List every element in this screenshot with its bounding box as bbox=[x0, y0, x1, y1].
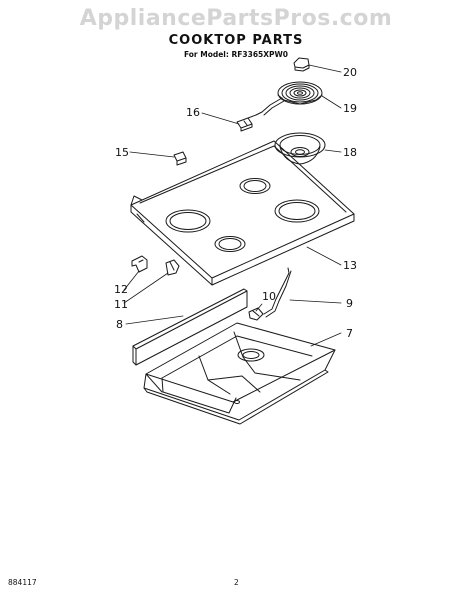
leader-18 bbox=[325, 150, 341, 152]
callout-10: 10 bbox=[262, 290, 276, 303]
part-16-receptacle bbox=[237, 112, 262, 131]
part-7-cooktop-pan bbox=[144, 323, 335, 424]
leader-8 bbox=[126, 316, 183, 324]
leader-16 bbox=[202, 113, 239, 124]
callout-20: 20 bbox=[343, 66, 357, 79]
leader-10 bbox=[256, 304, 262, 311]
page-title: COOKTOP PARTS bbox=[168, 33, 304, 48]
callout-12: 12 bbox=[114, 283, 128, 296]
footer-code: 884117 bbox=[8, 578, 37, 587]
part-13-cooktop-panel bbox=[131, 141, 354, 285]
leader-20 bbox=[309, 65, 341, 72]
callout-8: 8 bbox=[116, 318, 123, 331]
part-8-front-strip bbox=[133, 289, 247, 365]
callout-18: 18 bbox=[343, 146, 357, 159]
site-watermark: AppliancePartsPros.com bbox=[79, 6, 393, 31]
part-9-support-rod bbox=[264, 268, 291, 317]
leader-7 bbox=[311, 333, 341, 346]
leader-15 bbox=[130, 152, 174, 157]
leader-lines bbox=[124, 65, 341, 346]
part-19-coil-element bbox=[262, 82, 322, 115]
leader-9 bbox=[290, 300, 341, 303]
leader-13 bbox=[307, 247, 341, 265]
leader-12 bbox=[124, 271, 139, 290]
page-number: 2 bbox=[234, 578, 239, 587]
callout-9: 9 bbox=[346, 297, 353, 310]
callout-16: 16 bbox=[186, 106, 200, 119]
leader-19 bbox=[322, 96, 341, 108]
callout-11: 11 bbox=[114, 298, 128, 311]
part-12-bracket bbox=[132, 256, 147, 272]
model-line: For Model: RF3365XPW0 bbox=[183, 50, 289, 59]
part-10-clip bbox=[249, 308, 263, 320]
callout-7: 7 bbox=[346, 327, 353, 340]
leader-11 bbox=[124, 273, 168, 303]
part-18-drip-bowl bbox=[275, 133, 325, 164]
part-15-trim-clip bbox=[174, 152, 186, 165]
callout-13: 13 bbox=[343, 259, 357, 272]
callout-15: 15 bbox=[115, 146, 129, 159]
part-20-burner-cap bbox=[294, 58, 309, 71]
callout-19: 19 bbox=[343, 102, 357, 115]
